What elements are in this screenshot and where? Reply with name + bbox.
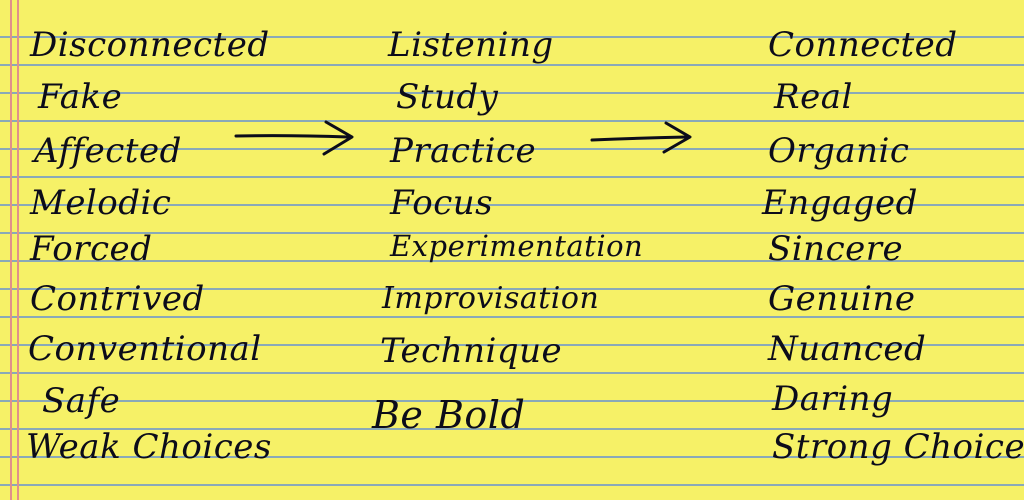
middle-word-3: Practice: [390, 131, 537, 171]
left-word-3: Affected: [34, 131, 182, 171]
right-word-5: Sincere: [768, 229, 904, 269]
right-word-8: Daring: [772, 379, 894, 419]
right-word-2: Real: [774, 77, 853, 117]
left-word-1: Disconnected: [30, 25, 270, 65]
margin-line-2: [17, 0, 19, 500]
middle-word-5: Experimentation: [390, 229, 644, 263]
right-word-3: Organic: [768, 131, 910, 171]
left-word-5: Forced: [30, 229, 153, 269]
arrow-right-icon: [590, 121, 692, 154]
left-word-7: Conventional: [28, 329, 262, 369]
left-word-6: Contrived: [30, 279, 205, 319]
left-word-9: Weak Choices: [26, 427, 272, 467]
right-word-9: Strong Choices: [772, 427, 1024, 467]
right-word-4: Engaged: [762, 183, 918, 223]
right-word-1: Connected: [768, 25, 958, 65]
right-word-7: Nuanced: [768, 329, 927, 369]
left-word-4: Melodic: [30, 183, 172, 223]
middle-word-2: Study: [396, 77, 499, 117]
margin-line-1: [10, 0, 12, 500]
middle-word-7: Technique: [380, 331, 563, 371]
arrow-right-icon: [234, 120, 354, 156]
middle-word-8: Be Bold: [372, 393, 526, 437]
middle-word-4: Focus: [390, 183, 494, 223]
right-word-6: Genuine: [768, 279, 916, 319]
left-word-2: Fake: [38, 77, 123, 117]
left-word-8: Safe: [42, 381, 121, 421]
middle-word-1: Listening: [388, 25, 554, 65]
middle-word-6: Improvisation: [382, 281, 600, 316]
